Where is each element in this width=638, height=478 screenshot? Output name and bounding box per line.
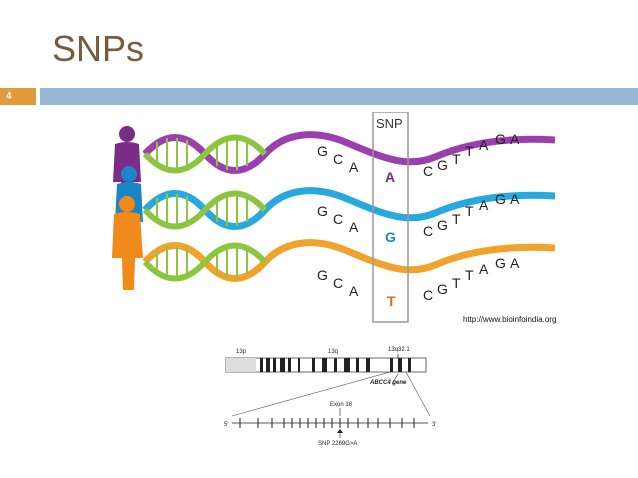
- base-letter: T: [452, 211, 461, 227]
- base-letter: A: [510, 131, 520, 147]
- snp-base-letter: T: [387, 293, 396, 309]
- base-letter: A: [510, 255, 520, 271]
- dna-strand-row-2: [142, 187, 555, 230]
- base-letter: C: [423, 163, 433, 179]
- base-letter: A: [349, 159, 359, 175]
- band-label: 13q32.1: [388, 347, 410, 353]
- chromosome-gene-map: 13p 13q 13q32.1 ABCC4 gene Exon 18 5' 3': [224, 347, 436, 447]
- snp-variant-label: SNP 2269G>A: [318, 441, 357, 447]
- person-silhouette-orange: [112, 196, 143, 290]
- base-letter: C: [423, 287, 433, 303]
- chromosome-arm-label: 13q: [328, 349, 338, 355]
- base-letter: T: [452, 151, 461, 167]
- base-letter: A: [510, 191, 520, 207]
- base-letter: G: [437, 281, 448, 297]
- slide-title: SNPs: [52, 28, 145, 69]
- base-letter: G: [495, 191, 506, 207]
- gene-label: ABCC4 gene: [369, 380, 407, 386]
- base-letter: G: [495, 131, 506, 147]
- base-letter: T: [452, 275, 461, 291]
- snp-base-letter: A: [385, 169, 395, 185]
- snp-column-box: [372, 112, 409, 323]
- five-prime-label: 5': [224, 422, 228, 428]
- base-letter: T: [465, 143, 474, 159]
- base-letter: C: [333, 151, 343, 167]
- title-divider-bar: [40, 88, 638, 105]
- three-prime-label: 3': [432, 422, 436, 428]
- snp-header-label: SNP: [376, 116, 403, 131]
- base-letter: C: [333, 275, 343, 291]
- snp-dna-illustration: SNP G C A A C G T T A G A G C A G C G T …: [112, 112, 555, 323]
- base-letter: A: [479, 197, 489, 213]
- chromosome-ideogram: [225, 357, 427, 373]
- gene-exon-track: [232, 418, 428, 428]
- snp-base-letter: G: [385, 229, 396, 245]
- base-letter: G: [317, 267, 328, 283]
- dna-strand-row-3: [142, 239, 555, 282]
- base-letter: T: [465, 267, 474, 283]
- base-letter: A: [479, 137, 489, 153]
- base-letter: C: [423, 223, 433, 239]
- base-letter: G: [317, 203, 328, 219]
- exon-label: Exon 18: [330, 402, 353, 408]
- dna-strand-row-1: [142, 131, 555, 174]
- base-letter: G: [437, 217, 448, 233]
- base-letter: A: [349, 219, 359, 235]
- base-letter: A: [479, 261, 489, 277]
- image-credit: http://www.bioinfoindia.org: [463, 315, 557, 324]
- base-letter: G: [317, 143, 328, 159]
- base-letter: C: [333, 211, 343, 227]
- base-letter: A: [349, 283, 359, 299]
- base-letter: T: [465, 203, 474, 219]
- base-letter: G: [437, 157, 448, 173]
- slide-number: 4: [0, 88, 36, 105]
- chromosome-arm-label: 13p: [236, 349, 247, 355]
- base-letter: G: [495, 255, 506, 271]
